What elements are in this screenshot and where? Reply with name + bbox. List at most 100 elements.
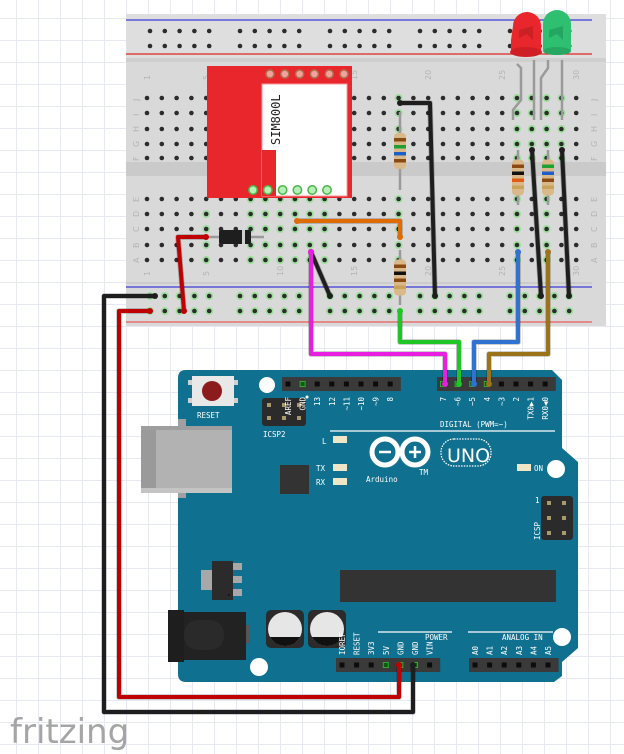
header-pin[interactable] <box>299 381 306 387</box>
header-pin[interactable] <box>343 381 349 387</box>
breadboard-hole[interactable] <box>192 293 197 299</box>
breadboard-hole[interactable] <box>476 28 482 34</box>
breadboard-hole[interactable] <box>296 43 302 49</box>
header-pin[interactable] <box>528 381 534 387</box>
breadboard-hole[interactable] <box>307 242 313 248</box>
breadboard-hole[interactable] <box>522 308 528 314</box>
breadboard-hole[interactable] <box>277 257 283 263</box>
breadboard-hole[interactable] <box>425 155 431 161</box>
breadboard-hole[interactable] <box>514 226 520 232</box>
wire-led-green-gnd[interactable] <box>560 148 571 298</box>
breadboard-hole[interactable] <box>159 257 165 263</box>
breadboard-hole[interactable] <box>237 28 243 34</box>
breadboard-hole[interactable] <box>174 126 179 132</box>
breadboard-hole[interactable] <box>162 43 168 49</box>
breadboard-hole[interactable] <box>233 257 239 263</box>
breadboard-hole[interactable] <box>372 43 377 49</box>
breadboard-hole[interactable] <box>366 211 372 217</box>
resistor[interactable] <box>394 112 406 190</box>
breadboard-hole[interactable] <box>559 242 564 248</box>
diode[interactable] <box>205 230 264 244</box>
breadboard-hole[interactable] <box>366 155 372 161</box>
breadboard-hole[interactable] <box>144 226 150 232</box>
breadboard-hole[interactable] <box>322 226 327 232</box>
breadboard-hole[interactable] <box>342 308 348 314</box>
breadboard-hole[interactable] <box>337 211 342 217</box>
header-pin[interactable] <box>314 381 320 387</box>
breadboard-hole[interactable] <box>507 308 513 314</box>
breadboard-hole[interactable] <box>292 257 298 263</box>
breadboard-hole[interactable] <box>206 43 212 49</box>
breadboard-hole[interactable] <box>470 110 475 116</box>
breadboard-hole[interactable] <box>485 257 490 263</box>
breadboard-hole[interactable] <box>189 211 194 217</box>
breadboard-hole[interactable] <box>189 196 194 202</box>
breadboard-hole[interactable] <box>386 43 392 49</box>
breadboard-hole[interactable] <box>144 95 150 101</box>
breadboard-hole[interactable] <box>573 95 579 101</box>
breadboard-hole[interactable] <box>470 95 475 101</box>
header-pin[interactable] <box>358 381 364 387</box>
breadboard-hole[interactable] <box>351 155 357 161</box>
breadboard-hole[interactable] <box>411 95 416 101</box>
wire-pin5[interactable] <box>472 250 520 386</box>
breadboard-hole[interactable] <box>544 141 549 147</box>
breadboard-hole[interactable] <box>159 126 165 132</box>
breadboard-hole[interactable] <box>507 28 513 34</box>
breadboard-hole[interactable] <box>544 242 549 248</box>
header-pin[interactable] <box>498 381 504 387</box>
breadboard-hole[interactable] <box>440 211 446 217</box>
breadboard-hole[interactable] <box>417 293 423 299</box>
breadboard-hole[interactable] <box>237 43 243 49</box>
breadboard-hole[interactable] <box>514 126 520 132</box>
breadboard-hole[interactable] <box>411 126 416 132</box>
breadboard-hole[interactable] <box>342 28 348 34</box>
breadboard-hole[interactable] <box>425 211 431 217</box>
breadboard-hole[interactable] <box>174 141 179 147</box>
breadboard-hole[interactable] <box>499 226 505 232</box>
breadboard-hole[interactable] <box>277 242 283 248</box>
header-pin[interactable] <box>472 662 478 668</box>
breadboard-hole[interactable] <box>282 43 287 49</box>
breadboard-hole[interactable] <box>144 211 150 217</box>
breadboard-hole[interactable] <box>189 95 194 101</box>
breadboard-hole[interactable] <box>381 196 387 202</box>
breadboard-hole[interactable] <box>159 141 165 147</box>
breadboard-hole[interactable] <box>440 242 446 248</box>
wire-pin7[interactable] <box>309 250 447 386</box>
arduino-uno-board[interactable]: RESET ICSP2 L TX RX ON <box>141 370 578 682</box>
breadboard-hole[interactable] <box>455 257 461 263</box>
breadboard-hole[interactable] <box>144 196 150 202</box>
breadboard-hole[interactable] <box>440 155 446 161</box>
breadboard-hole[interactable] <box>218 257 224 263</box>
breadboard-hole[interactable] <box>203 226 209 232</box>
breadboard-hole[interactable] <box>162 28 168 34</box>
breadboard-hole[interactable] <box>337 226 342 232</box>
breadboard-hole[interactable] <box>447 308 452 314</box>
breadboard-hole[interactable] <box>499 110 505 116</box>
breadboard-hole[interactable] <box>237 293 243 299</box>
breadboard-hole[interactable] <box>366 196 372 202</box>
breadboard-hole[interactable] <box>144 110 150 116</box>
breadboard-hole[interactable] <box>544 226 549 232</box>
breadboard-hole[interactable] <box>144 155 150 161</box>
breadboard-hole[interactable] <box>455 155 461 161</box>
breadboard-hole[interactable] <box>144 242 150 248</box>
breadboard-hole[interactable] <box>292 226 298 232</box>
breadboard-hole[interactable] <box>499 242 505 248</box>
breadboard-hole[interactable] <box>476 308 482 314</box>
breadboard-hole[interactable] <box>189 141 194 147</box>
breadboard-hole[interactable] <box>263 257 268 263</box>
breadboard-hole[interactable] <box>381 141 387 147</box>
breadboard-hole[interactable] <box>529 141 535 147</box>
breadboard-hole[interactable] <box>277 226 283 232</box>
breadboard-hole[interactable] <box>514 95 520 101</box>
breadboard-hole[interactable] <box>351 226 357 232</box>
breadboard-hole[interactable] <box>476 293 482 299</box>
breadboard-hole[interactable] <box>351 196 357 202</box>
breadboard-hole[interactable] <box>192 28 197 34</box>
breadboard-hole[interactable] <box>559 126 564 132</box>
breadboard-hole[interactable] <box>476 43 482 49</box>
breadboard-hole[interactable] <box>381 110 387 116</box>
breadboard-hole[interactable] <box>248 211 253 217</box>
